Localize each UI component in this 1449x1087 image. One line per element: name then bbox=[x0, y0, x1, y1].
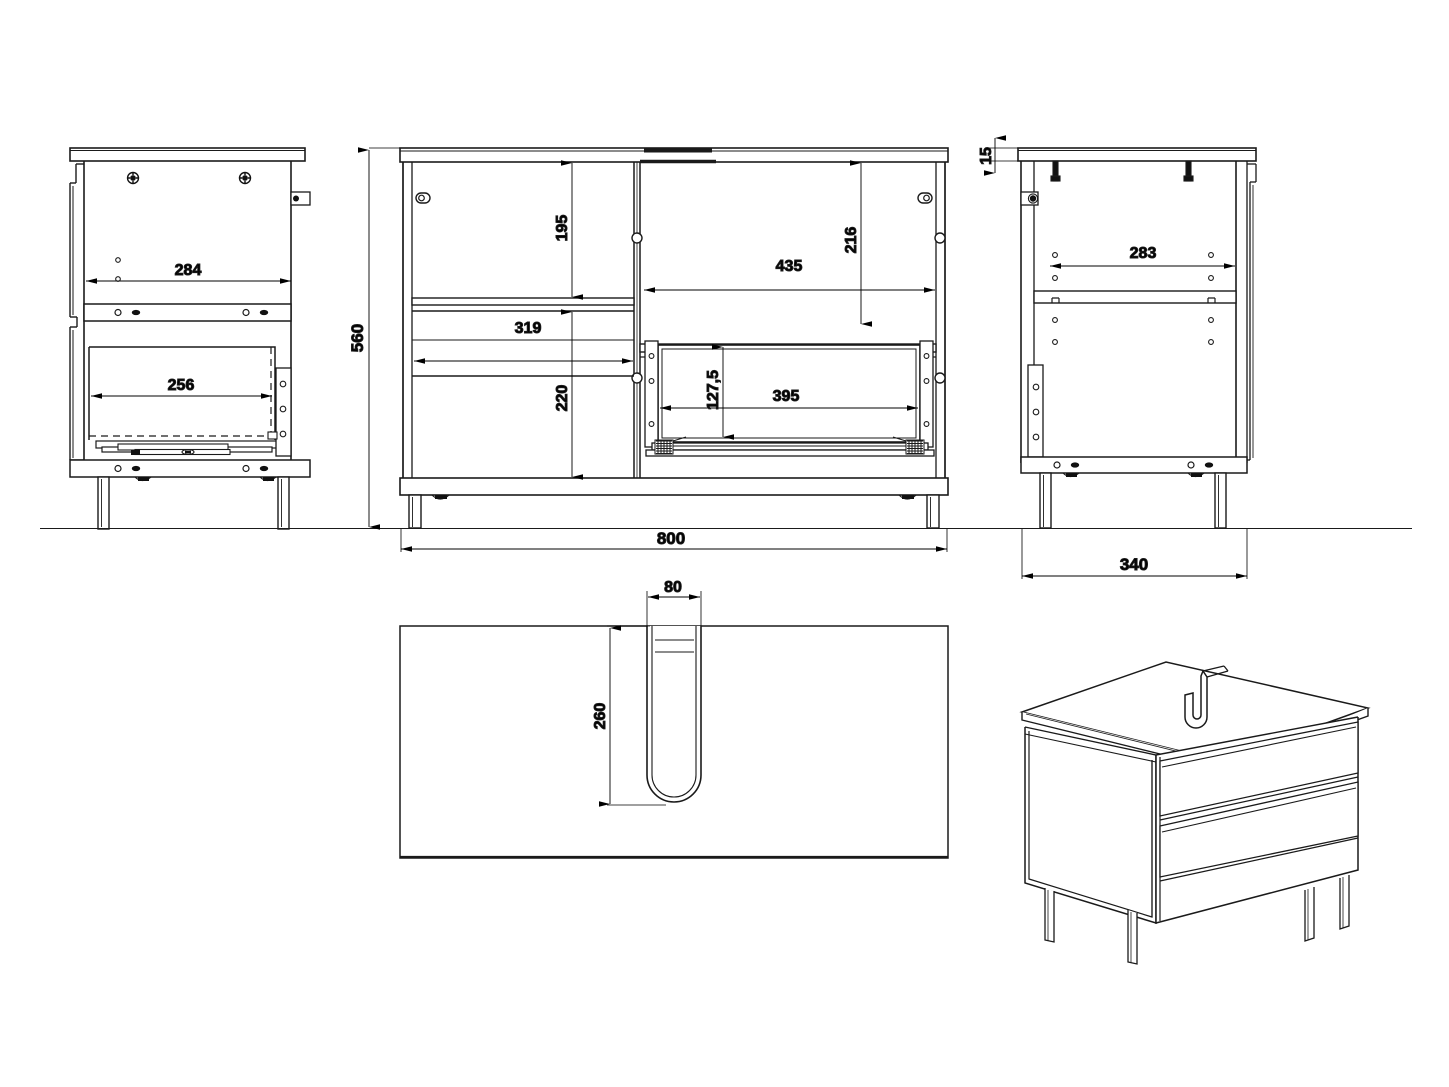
dim-label-800: 800 bbox=[657, 529, 685, 548]
dim-label-220: 220 bbox=[554, 385, 571, 412]
dim-label-435: 435 bbox=[776, 258, 803, 275]
dim-label-195: 195 bbox=[554, 215, 571, 242]
view-isometric bbox=[1019, 661, 1371, 965]
view-top bbox=[399, 625, 949, 859]
dim-label-15: 15 bbox=[978, 147, 995, 165]
dim-label-395: 395 bbox=[773, 388, 800, 405]
dim-label-283: 283 bbox=[1130, 245, 1157, 262]
dim-label-560: 560 bbox=[348, 324, 367, 352]
dim-label-216: 216 bbox=[843, 227, 860, 254]
dim-label-340: 340 bbox=[1120, 555, 1148, 574]
dim-label-319: 319 bbox=[515, 320, 542, 337]
view-right-side bbox=[1017, 147, 1257, 529]
dim-label-80: 80 bbox=[664, 579, 682, 596]
dim-label-127-5: 127,5 bbox=[705, 370, 722, 410]
dimension-800 bbox=[400, 529, 948, 552]
view-left-side bbox=[69, 147, 311, 530]
dimension-260 bbox=[599, 625, 666, 807]
dimension-80 bbox=[646, 591, 702, 626]
dim-label-256: 256 bbox=[168, 377, 195, 394]
view-front bbox=[399, 147, 949, 529]
dimension-15 bbox=[984, 135, 1018, 176]
dimension-340 bbox=[1021, 529, 1248, 579]
dim-label-284: 284 bbox=[175, 262, 202, 279]
dim-label-260: 260 bbox=[592, 703, 609, 730]
dimension-560 bbox=[358, 147, 400, 530]
